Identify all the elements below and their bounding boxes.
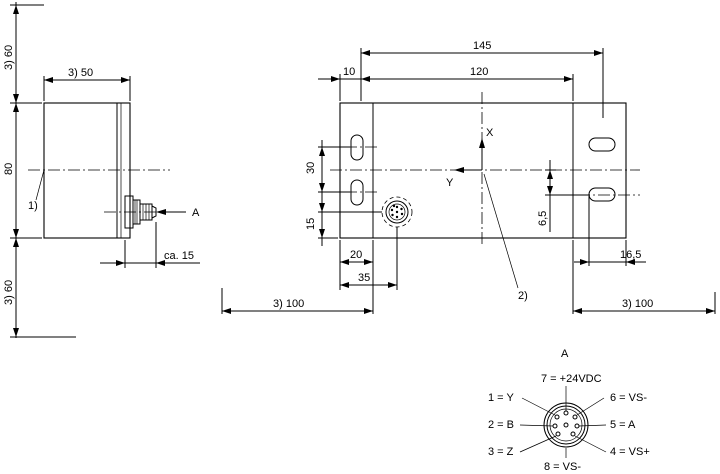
mounting-slot-left-upper bbox=[350, 134, 364, 161]
pin-label-1: 1 = Y bbox=[488, 392, 514, 404]
pin-8 bbox=[563, 422, 569, 428]
pin-label-7: 7 = +24VDC bbox=[541, 373, 602, 385]
dim-6-5: 6,5 bbox=[537, 211, 549, 226]
dim-top-60: 3) 60 bbox=[3, 45, 15, 70]
dim-35: 35 bbox=[358, 272, 370, 284]
axis-y-label: Y bbox=[446, 177, 454, 189]
dim-width-50: 3) 50 bbox=[68, 67, 93, 79]
side-view: A 3) 60 80 3) 60 3) 50 1) ca. 15 bbox=[3, 2, 200, 338]
pin-label-3: 3 = Z bbox=[488, 446, 514, 458]
dim-30: 30 bbox=[305, 162, 317, 174]
note-1: 1) bbox=[28, 200, 38, 212]
pin-4 bbox=[570, 431, 576, 437]
pin-3 bbox=[555, 431, 561, 437]
front-view: X Y 145 10 120 30 15 bbox=[221, 40, 716, 314]
mounting-slot-left-lower bbox=[350, 179, 364, 206]
pin-label-4: 4 = VS+ bbox=[610, 446, 650, 458]
dim-15: 15 bbox=[305, 218, 317, 230]
pinout-title: A bbox=[561, 348, 569, 360]
pin-1 bbox=[554, 414, 560, 420]
pin-2 bbox=[552, 423, 558, 429]
mounting-slot-right-upper bbox=[588, 137, 616, 152]
dim-16-5: 16,5 bbox=[620, 249, 641, 261]
pin-7 bbox=[563, 410, 569, 416]
front-connector bbox=[381, 196, 413, 228]
note-2: 2) bbox=[518, 290, 528, 302]
pin-label-2: 2 = B bbox=[488, 419, 514, 431]
dim-20: 20 bbox=[350, 249, 362, 261]
dim-left-100: 3) 100 bbox=[273, 298, 304, 310]
dim-120: 120 bbox=[470, 66, 488, 78]
pinout-diagram: A 7 = +24VDC 1 = Y 6 = VS- 2 = B 5 = A 3… bbox=[488, 348, 650, 473]
axis-x-label: X bbox=[486, 127, 494, 139]
dim-height-80: 80 bbox=[3, 163, 15, 175]
pin-6 bbox=[572, 414, 578, 420]
pin-label-6: 6 = VS- bbox=[610, 392, 647, 404]
pin-5 bbox=[574, 423, 580, 429]
dim-right-100: 3) 100 bbox=[622, 298, 653, 310]
dim-ca15: ca. 15 bbox=[164, 250, 194, 262]
connector-callout-a: A bbox=[192, 207, 200, 219]
front-view-body bbox=[339, 102, 627, 239]
dim-bottom-60: 3) 60 bbox=[3, 280, 15, 305]
dim-10: 10 bbox=[343, 66, 355, 78]
pin-label-5: 5 = A bbox=[610, 419, 636, 431]
dim-145: 145 bbox=[473, 40, 491, 52]
pin-label-8: 8 = VS- bbox=[544, 461, 581, 473]
mounting-slot-right-lower bbox=[588, 187, 616, 202]
